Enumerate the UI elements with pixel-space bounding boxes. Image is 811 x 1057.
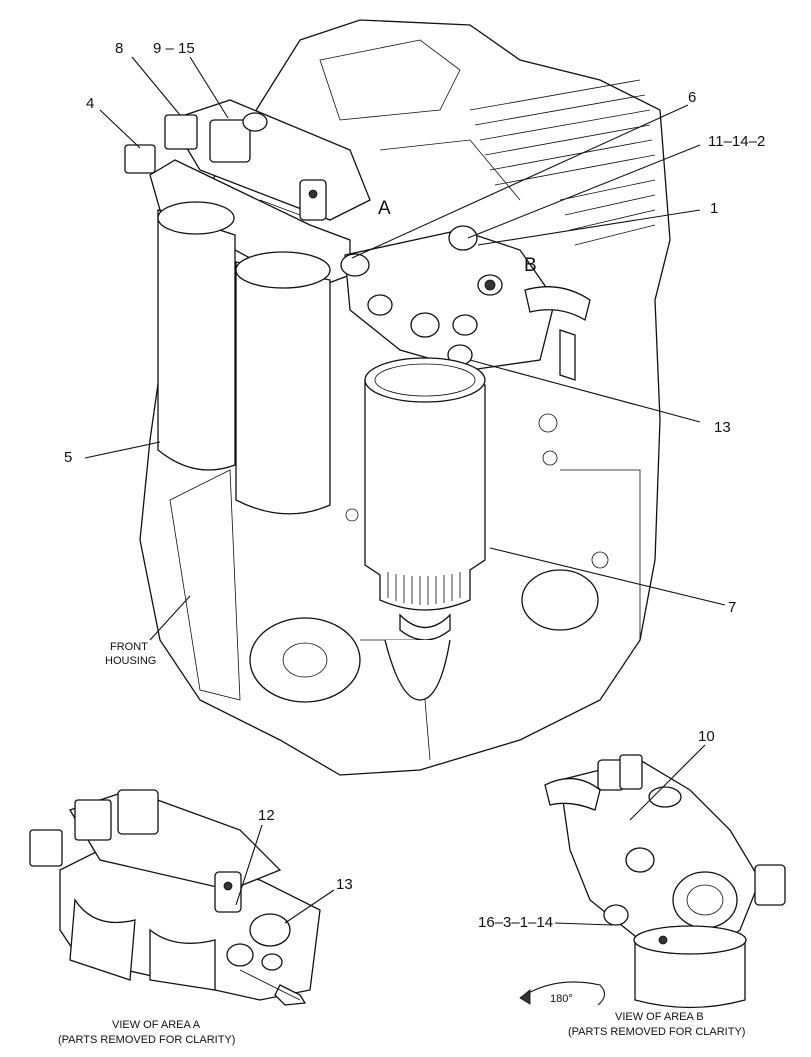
callout-8: 8 bbox=[115, 40, 123, 57]
view-a-fitting-13 bbox=[249, 913, 291, 947]
view-a-sensor bbox=[214, 871, 242, 913]
area-marker-b: B bbox=[524, 255, 537, 276]
rotation-label: 180° bbox=[550, 993, 573, 1005]
callout-4: 4 bbox=[86, 95, 94, 112]
view-b-title: VIEW OF AREA B bbox=[615, 1011, 704, 1023]
bracket-9-15 bbox=[209, 119, 251, 163]
view-b-inset: 10 16–3–1–14 180° VIEW OF AREA B (PARTS … bbox=[478, 728, 786, 1038]
front-housing-line2: HOUSING bbox=[105, 655, 156, 667]
callout-13-view-a: 13 bbox=[336, 876, 353, 893]
callout-9-15: 9 – 15 bbox=[153, 40, 195, 57]
callout-6: 6 bbox=[688, 89, 696, 106]
main-leaders bbox=[84, 56, 726, 641]
front-pulley bbox=[249, 617, 361, 703]
area-marker-a: A bbox=[378, 198, 391, 219]
front-housing-line1: FRONT bbox=[110, 641, 148, 653]
view-a-inset: 12 13 VIEW OF AREA A (PARTS REMOVED FOR … bbox=[29, 789, 353, 1046]
fitting-1 bbox=[448, 225, 478, 251]
fitting-4 bbox=[124, 144, 156, 174]
secondary-filter-7 bbox=[364, 357, 486, 701]
callout-1: 1 bbox=[710, 200, 718, 217]
view-b-fitting bbox=[603, 904, 629, 926]
callout-13: 13 bbox=[714, 419, 731, 436]
view-a-note: (PARTS REMOVED FOR CLARITY) bbox=[58, 1034, 235, 1046]
main-callouts: 8 9 – 15 4 5 6 11–14–2 1 13 7 A B FRONT … bbox=[64, 40, 765, 667]
callout-5: 5 bbox=[64, 449, 72, 466]
filter-head bbox=[340, 225, 591, 381]
rotation-arrow bbox=[519, 981, 606, 1006]
callout-10: 10 bbox=[698, 728, 715, 745]
view-b-note: (PARTS REMOVED FOR CLARITY) bbox=[568, 1026, 745, 1038]
view-a-title: VIEW OF AREA A bbox=[112, 1019, 201, 1031]
valve-cover-ribs bbox=[469, 79, 656, 246]
sensor bbox=[299, 179, 327, 221]
callout-11-14-2: 11–14–2 bbox=[708, 133, 765, 150]
filter-grip-ridges bbox=[387, 572, 461, 605]
callout-7: 7 bbox=[728, 599, 736, 616]
callout-12: 12 bbox=[258, 807, 275, 824]
primary-filter-5 bbox=[157, 201, 331, 515]
callout-16-3-1-14: 16–3–1–14 bbox=[478, 914, 553, 931]
